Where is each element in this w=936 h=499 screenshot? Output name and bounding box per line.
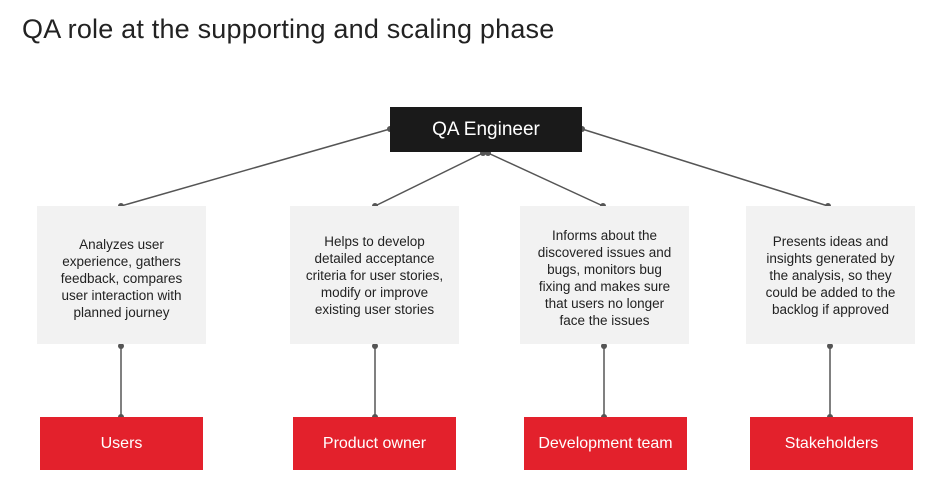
description-box-development-team: Informs about the discovered issues and … — [520, 206, 689, 344]
connector-dot — [372, 343, 378, 349]
connector-dot — [601, 343, 607, 349]
connector-root-users — [120, 128, 391, 207]
leaf-node-label: Users — [100, 435, 143, 452]
leaf-node-label: Product owner — [322, 435, 427, 452]
leaf-node-users: Users — [40, 417, 203, 470]
connector-root-product-owner — [374, 152, 484, 207]
description-text: Presents ideas and insights generated by… — [765, 233, 896, 317]
description-text: Informs about the discovered issues and … — [537, 228, 672, 328]
connector-root-stakeholders — [581, 128, 829, 207]
description-box-product-owner: Helps to develop detailed acceptance cri… — [290, 206, 459, 344]
leaf-node-product-owner: Product owner — [293, 417, 456, 470]
root-node-label: QA Engineer — [432, 118, 540, 140]
page-title: QA role at the supporting and scaling ph… — [22, 14, 555, 44]
description-box-users: Analyzes user experience, gathers feedba… — [37, 206, 206, 344]
description-text: Analyzes user experience, gathers feedba… — [60, 236, 183, 320]
connector-dot — [118, 343, 124, 349]
connector-root-development-team — [487, 152, 604, 207]
leaf-node-label: Stakeholders — [784, 435, 879, 452]
root-node-qa-engineer: QA Engineer — [390, 107, 582, 152]
leaf-node-stakeholders: Stakeholders — [750, 417, 913, 470]
connector-dot — [827, 343, 833, 349]
leaf-node-development-team: Development team — [524, 417, 687, 470]
description-text: Helps to develop detailed acceptance cri… — [305, 233, 444, 317]
description-box-stakeholders: Presents ideas and insights generated by… — [746, 206, 915, 344]
leaf-node-label: Development team — [538, 435, 673, 452]
